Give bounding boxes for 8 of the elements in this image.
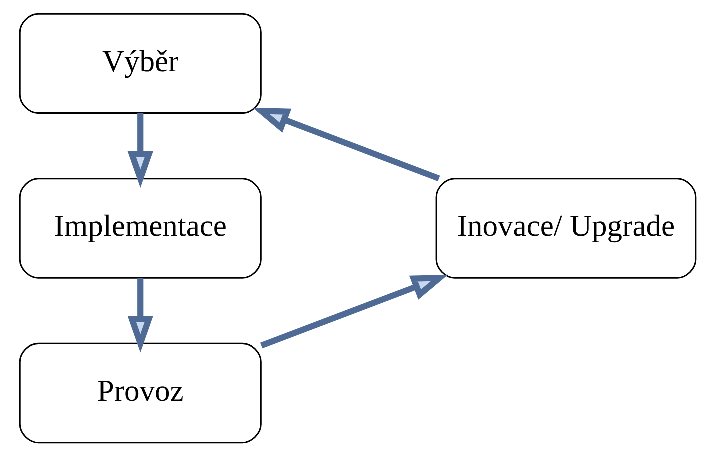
arrow [252,108,440,182]
arrow [128,278,154,353]
node-box: Implementace [19,178,262,279]
node-box: Provoz [19,342,262,444]
node-box: Inovace/ Upgrade [436,178,697,279]
arrow [260,274,448,349]
node-box: Výběr [19,13,262,114]
arrow [128,113,154,188]
